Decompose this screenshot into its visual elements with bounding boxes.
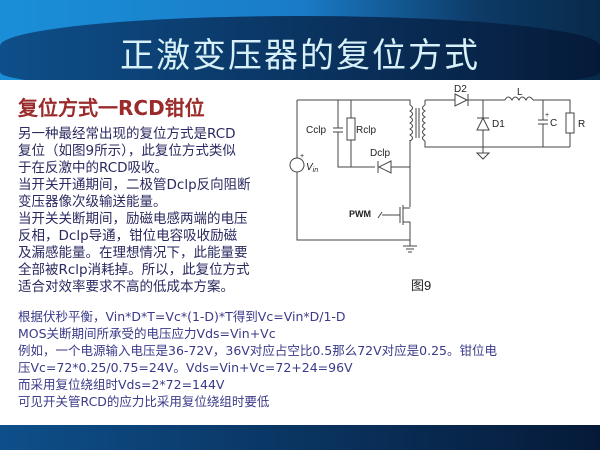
label-vin-plus: + — [300, 153, 304, 160]
label-vin: Vin — [306, 162, 318, 174]
label-d1: D1 — [492, 119, 505, 130]
calc-line: 根据伏秒平衡，Vin*D*T=Vc*(1-D)*T得到Vc=Vin*D/1-D — [18, 309, 346, 324]
ground-primary — [403, 240, 417, 253]
secondary-winding — [422, 104, 426, 142]
dclp-diode — [377, 160, 392, 174]
label-c-plus: + — [545, 112, 549, 119]
paragraph-line: 变压器像次级输送能量。 — [18, 194, 167, 210]
paragraph-line: 复位（如图9所示），此复位方式类似 — [18, 143, 236, 159]
calc-line: MOS关断期间所承受的电压应力Vds=Vin+Vc — [18, 326, 276, 341]
section-title: 复位方式一RCD钳位 — [18, 96, 205, 120]
label-rclp: Rclp — [356, 125, 376, 136]
label-pwm: PWM — [349, 209, 371, 219]
mosfet — [377, 200, 411, 240]
d2-diode — [454, 93, 469, 107]
page-title: 正激变压器的复位方式 — [120, 36, 480, 76]
header-band — [0, 16, 600, 92]
cclp-capacitor — [333, 127, 343, 133]
rclp-resistor — [346, 117, 356, 141]
paragraph-line: 当开关关断期间，励磁电感两端的电压 — [18, 211, 248, 227]
label-cclp: Cclp — [306, 125, 326, 136]
vin-source — [289, 157, 305, 173]
paragraph-line: 全部被Rclp消耗掉。所以，此复位方式 — [18, 262, 250, 278]
label-d2: D2 — [454, 84, 467, 95]
label-c: C — [550, 118, 557, 129]
r-resistor — [565, 112, 575, 134]
paragraph-line: 于在反激中的RCD吸收。 — [18, 160, 169, 176]
paragraph-line: 适合对效率要求不高的低成本方案。 — [18, 279, 234, 295]
calc-line: 可见开关管RCD的应力比采用复位绕组时要低 — [18, 394, 270, 409]
content-area — [0, 80, 600, 425]
inductor — [504, 96, 534, 101]
paragraph-line: 当开关开通期间，二极管Dclp反向阻断 — [18, 177, 251, 193]
calc-line: 压Vc=72*0.25/0.75=24V。Vds=Vin+Vc=72+24=96… — [18, 360, 353, 375]
ground-secondary — [475, 147, 491, 160]
transformer-core — [415, 108, 420, 138]
paragraph-line: 另一种最经常出现的复位方式是RCD — [18, 126, 236, 142]
figure-caption: 图9 — [411, 278, 431, 293]
label-dclp: Dclp — [370, 148, 390, 159]
d1-diode — [476, 116, 490, 131]
label-r: R — [578, 119, 585, 130]
paragraph-line: 反相，Dclp导通，钳位电容吸收励磁 — [18, 228, 238, 244]
label-l: L — [517, 87, 523, 98]
calculation-text: 根据伏秒平衡，Vin*D*T=Vc*(1-D)*T得到Vc=Vin*D/1-D M… — [18, 308, 588, 410]
c-capacitor — [538, 119, 548, 125]
primary-wires — [296, 99, 411, 241]
paragraph-line: 及漏感能量。在理想情况下，此能量要 — [18, 245, 248, 261]
calc-line: 例如，一个电源输入电压是36-72V，36V对应占空比0.5那么72V对应是0.… — [18, 343, 497, 358]
footer-bar — [0, 425, 600, 450]
primary-winding — [409, 104, 413, 142]
calc-line: 而采用复位绕组时Vds=2*72=144V — [18, 377, 225, 392]
